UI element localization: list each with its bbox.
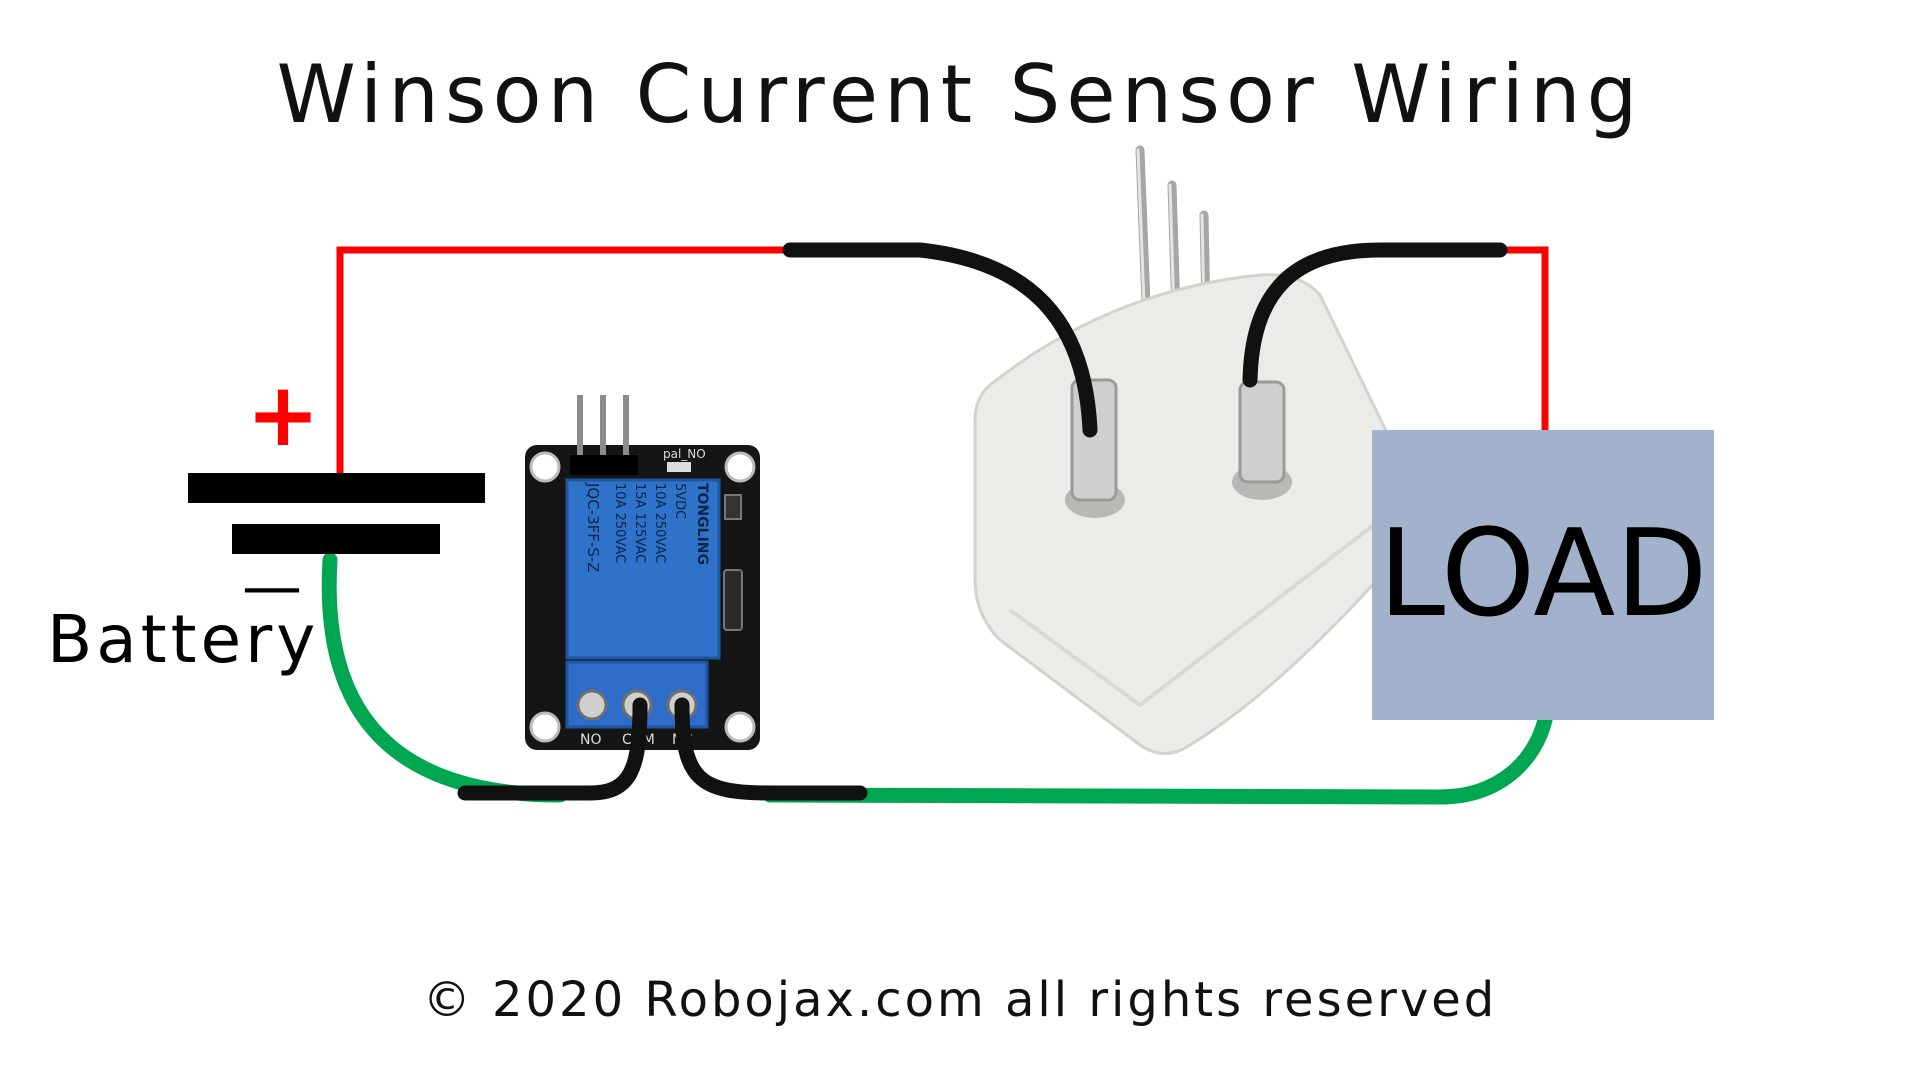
relay-rating-4: 10A 250VAC xyxy=(612,483,627,563)
current-sensor xyxy=(973,145,1419,755)
battery-label: Battery xyxy=(47,601,319,678)
relay-header-label: pal_NO xyxy=(663,447,706,461)
relay-terminal-no: NO xyxy=(580,732,602,748)
battery-symbol: + — Battery xyxy=(47,363,485,678)
copyright-notice: © 2020 Robojax.com all rights reserved xyxy=(422,972,1498,1028)
relay-rating-3: 15A 125VAC xyxy=(632,483,647,563)
battery-minus-sign: — xyxy=(242,552,302,622)
relay-model: JQC-3FF-S-Z xyxy=(584,482,602,573)
load-box: LOAD xyxy=(1372,430,1714,720)
jumper-wires xyxy=(457,242,1508,801)
load-rect xyxy=(1372,430,1714,720)
relay-module: pal_NO TONGLING 5VDC 10A 250VAC 15A 125V… xyxy=(525,395,760,750)
relay-rating-1: 5VDC xyxy=(672,483,687,519)
battery-plus-sign: + xyxy=(246,363,320,466)
diagram-title: Winson Current Sensor Wiring xyxy=(276,48,1644,141)
relay-brand: TONGLING xyxy=(694,483,710,565)
battery-positive-plate xyxy=(188,473,485,503)
relay-rating-2: 10A 250VAC xyxy=(652,483,667,563)
load-label: LOAD xyxy=(1378,505,1707,644)
battery-negative-plate xyxy=(232,524,440,554)
positive-wire xyxy=(336,246,1549,475)
